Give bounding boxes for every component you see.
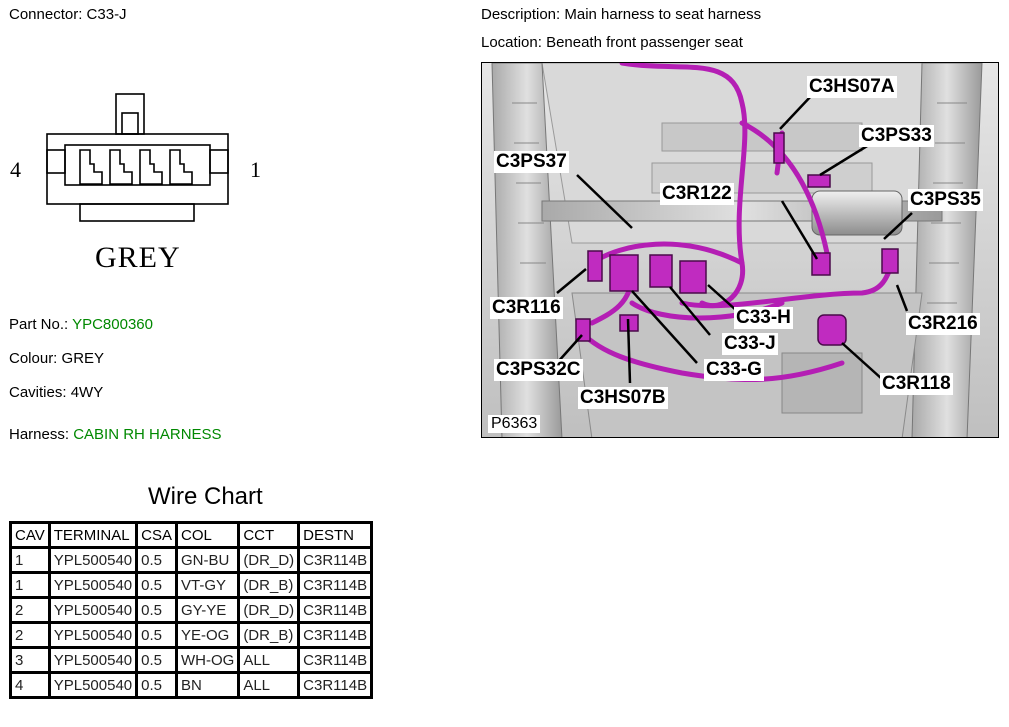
cell-destn: C3R114B xyxy=(297,671,374,699)
table-row: 2 YPL500540 0.5 YE-OG (DR_B) C3R114B xyxy=(9,621,374,649)
table-row: 1 YPL500540 0.5 GN-BU (DR_D) C3R114B xyxy=(9,546,374,574)
cell-terminal: YPL500540 xyxy=(47,621,139,649)
cavities-value: 4WY xyxy=(70,384,104,401)
callout-c33-h: C33-H xyxy=(734,307,793,329)
location-label: Location: xyxy=(481,34,542,51)
col-header-destn: DESTN xyxy=(297,521,374,549)
cell-cav: 3 xyxy=(9,646,51,674)
callout-c3r216: C3R216 xyxy=(906,313,980,335)
connector-outline-icon xyxy=(46,93,229,222)
cell-terminal: YPL500540 xyxy=(47,646,139,674)
callout-c3ps32c: C3PS32C xyxy=(494,359,583,381)
cell-cct: (DR_B) xyxy=(237,621,301,649)
cell-cct: (DR_D) xyxy=(237,596,301,624)
connector-face-diagram xyxy=(0,80,300,280)
wire-chart-title: Wire Chart xyxy=(148,483,263,510)
callout-c33-j: C33-J xyxy=(722,333,778,355)
part-number-link[interactable]: YPC800360 xyxy=(72,316,153,333)
cell-cct: ALL xyxy=(237,646,301,674)
connector-label: Connector: xyxy=(9,6,83,23)
location-row: Location: Beneath front passenger seat xyxy=(481,34,743,51)
cell-destn: C3R114B xyxy=(297,571,374,599)
cavities-label: Cavities: xyxy=(9,384,67,401)
table-row: 1 YPL500540 0.5 VT-GY (DR_B) C3R114B xyxy=(9,571,374,599)
cell-terminal: YPL500540 xyxy=(47,671,139,699)
cell-destn: C3R114B xyxy=(297,621,374,649)
cell-csa: 0.5 xyxy=(135,546,178,574)
cell-csa: 0.5 xyxy=(135,646,178,674)
cell-col: GN-BU xyxy=(174,546,241,574)
callout-c3ps37: C3PS37 xyxy=(494,151,569,173)
col-header-col: COL xyxy=(174,521,241,549)
cell-csa: 0.5 xyxy=(135,621,178,649)
cell-terminal: YPL500540 xyxy=(47,546,139,574)
col-header-cct: CCT xyxy=(237,521,301,549)
cavities-row: Cavities: 4WY xyxy=(9,384,103,401)
cell-col: WH-OG xyxy=(174,646,241,674)
part-number-row: Part No.: YPC800360 xyxy=(9,316,153,333)
connector-heading: Connector: C33-J xyxy=(9,6,127,23)
pin-number-right: 1 xyxy=(250,157,261,182)
cell-destn: C3R114B xyxy=(297,546,374,574)
cell-terminal: YPL500540 xyxy=(47,596,139,624)
table-row: 4 YPL500540 0.5 BN ALL C3R114B xyxy=(9,671,374,699)
cell-csa: 0.5 xyxy=(135,671,178,699)
cell-terminal: YPL500540 xyxy=(47,571,139,599)
location-photo: C3HS07A C3PS33 C3PS37 C3R122 C3PS35 C3R1… xyxy=(481,62,999,438)
connector-colour-caption: GREY xyxy=(95,241,181,274)
description-row: Description: Main harness to seat harnes… xyxy=(481,6,761,23)
callout-c33-g: C33-G xyxy=(704,359,764,381)
cell-destn: C3R114B xyxy=(297,646,374,674)
cell-csa: 0.5 xyxy=(135,571,178,599)
col-header-csa: CSA xyxy=(135,521,178,549)
description-value: Main harness to seat harness xyxy=(564,6,762,23)
colour-row: Colour: GREY xyxy=(9,350,104,367)
part-number-label: Part No.: xyxy=(9,316,69,333)
cell-cct: (DR_B) xyxy=(237,571,301,599)
cell-cav: 1 xyxy=(9,546,51,574)
table-row: 2 YPL500540 0.5 GY-YE (DR_D) C3R114B xyxy=(9,596,374,624)
callout-c3ps33: C3PS33 xyxy=(859,125,934,147)
colour-value: GREY xyxy=(61,350,105,367)
harness-label: Harness: xyxy=(9,426,70,443)
callout-c3hs07b: C3HS07B xyxy=(578,387,668,409)
wire-chart-table: CAV TERMINAL CSA COL CCT DESTN 1 YPL5005… xyxy=(9,521,374,699)
col-header-cav: CAV xyxy=(9,521,51,549)
cell-cav: 4 xyxy=(9,671,51,699)
pin-number-left: 4 xyxy=(10,157,21,182)
colour-label: Colour: xyxy=(9,350,58,367)
cell-cav: 1 xyxy=(9,571,51,599)
callout-c3hs07a: C3HS07A xyxy=(807,76,897,98)
harness-link[interactable]: CABIN RH HARNESS xyxy=(73,426,222,443)
cell-cav: 2 xyxy=(9,596,51,624)
table-row: 3 YPL500540 0.5 WH-OG ALL C3R114B xyxy=(9,646,374,674)
cell-cct: (DR_D) xyxy=(237,546,301,574)
photo-reference-number: P6363 xyxy=(488,415,541,433)
cell-csa: 0.5 xyxy=(135,596,178,624)
cell-col: GY-YE xyxy=(174,596,241,624)
cell-col: VT-GY xyxy=(174,571,241,599)
harness-row: Harness: CABIN RH HARNESS xyxy=(9,426,222,443)
callout-c3r118: C3R118 xyxy=(880,373,953,395)
cell-cav: 2 xyxy=(9,621,51,649)
cell-col: YE-OG xyxy=(174,621,241,649)
connector-id: C33-J xyxy=(86,6,127,23)
callout-c3r122: C3R122 xyxy=(660,183,734,205)
callout-c3r116: C3R116 xyxy=(490,297,563,319)
callout-c3ps35: C3PS35 xyxy=(908,189,983,211)
description-label: Description: xyxy=(481,6,561,23)
col-header-terminal: TERMINAL xyxy=(47,521,139,549)
location-value: Beneath front passenger seat xyxy=(546,34,743,51)
cell-destn: C3R114B xyxy=(297,596,374,624)
wire-chart-header-row: CAV TERMINAL CSA COL CCT DESTN xyxy=(9,521,374,549)
cell-cct: ALL xyxy=(237,671,301,699)
cell-col: BN xyxy=(174,671,241,699)
